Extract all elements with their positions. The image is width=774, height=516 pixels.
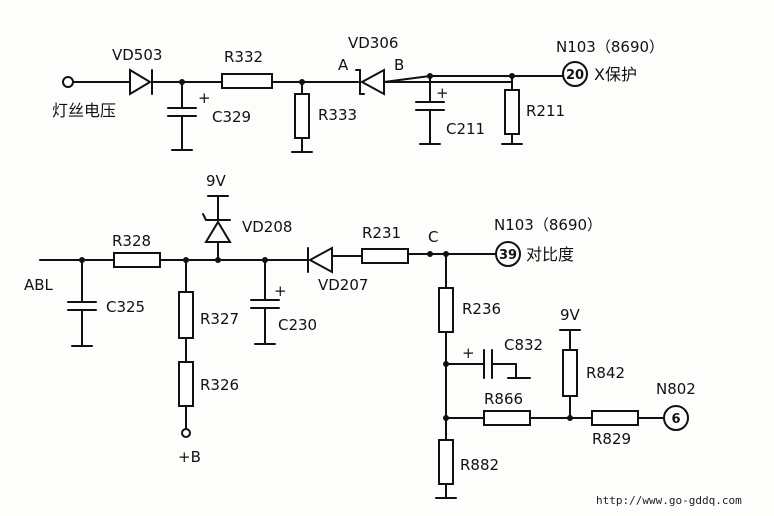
abl-label: ABL — [24, 276, 54, 294]
c230-label: C230 — [278, 316, 317, 334]
x-protect-label: X保护 — [594, 65, 637, 84]
r882-resistor — [438, 439, 454, 485]
pin-39-number: 39 — [499, 248, 517, 263]
r842-resistor — [562, 349, 578, 397]
r829-label: R829 — [592, 430, 631, 448]
supply-9v-vd208-label: 9V — [206, 172, 227, 190]
r327-label: R327 — [200, 310, 239, 328]
c832-plus: + — [462, 344, 475, 362]
vd503-diode — [129, 68, 152, 96]
vd207-label: VD207 — [318, 276, 368, 294]
pin-20-circle — [562, 61, 588, 87]
vd306-label: VD306 — [348, 34, 398, 52]
r829-resistor — [591, 410, 639, 426]
r328-label: R328 — [112, 232, 151, 250]
r332-resistor — [221, 73, 273, 89]
pin-20-number: 20 — [566, 68, 584, 83]
c211-label: C211 — [446, 120, 485, 138]
pin-39-circle — [495, 241, 521, 267]
n103-bottom-label: N103（8690） — [494, 216, 602, 234]
vd208-diode — [204, 220, 232, 243]
r236-resistor — [438, 287, 454, 333]
c832-label: C832 — [504, 336, 543, 354]
top-circuit: 灯丝电压 VD503 R332 C329 + R333 VD306 A B + … — [52, 34, 664, 153]
plus-b-terminal — [181, 428, 191, 438]
r332-label: R332 — [224, 48, 263, 66]
r236-label: R236 — [462, 300, 501, 318]
watermark-url: http://www.go-gddq.com — [596, 494, 742, 507]
bottom-circuit: ABL C325 R328 R327 R326 +B 9V VD208 VD20… — [24, 172, 696, 499]
c230-plus: + — [274, 282, 287, 300]
r333-label: R333 — [318, 106, 357, 124]
c325-label: C325 — [106, 298, 145, 316]
input-terminal — [62, 76, 74, 88]
r231-resistor — [361, 248, 409, 264]
r866-resistor — [483, 410, 531, 426]
vd208-label: VD208 — [242, 218, 292, 236]
r211-label: R211 — [526, 102, 565, 120]
plus-b-label: +B — [178, 448, 201, 466]
r333-resistor — [294, 93, 310, 139]
r326-resistor — [178, 361, 194, 407]
node-a-label: A — [338, 56, 349, 74]
n802-label: N802 — [656, 380, 696, 398]
c211-plus: + — [436, 84, 449, 102]
node-c-label: C — [428, 228, 438, 246]
filament-voltage-label: 灯丝电压 — [52, 101, 116, 120]
r211-resistor — [504, 89, 520, 135]
n802-pin-number: 6 — [671, 412, 680, 427]
supply-9v-r842-label: 9V — [560, 306, 581, 324]
n103-top-label: N103（8690） — [556, 38, 664, 56]
c329-label: C329 — [212, 108, 251, 126]
node-b-label: B — [394, 56, 404, 74]
r326-label: R326 — [200, 376, 239, 394]
r327-resistor — [178, 291, 194, 339]
c329-plus: + — [198, 89, 211, 107]
r231-label: R231 — [362, 224, 401, 242]
r866-label: R866 — [484, 390, 523, 408]
r842-label: R842 — [586, 364, 625, 382]
r882-label: R882 — [460, 456, 499, 474]
vd207-diode — [307, 246, 333, 274]
r328-resistor — [113, 252, 161, 268]
n802-pin-6-circle — [663, 405, 689, 431]
contrast-label: 对比度 — [526, 245, 574, 264]
vd306-diode — [359, 68, 385, 96]
vd503-label: VD503 — [112, 46, 162, 64]
